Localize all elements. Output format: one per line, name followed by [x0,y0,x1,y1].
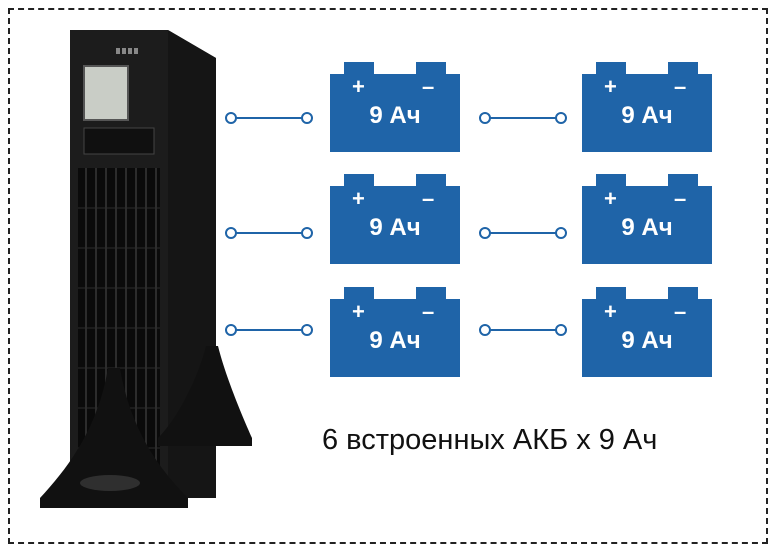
connector [478,323,568,337]
connector [224,111,314,125]
plus-sign: + [604,74,617,99]
battery: + – 9 Ач [582,62,712,152]
connector [478,111,568,125]
battery: + – 9 Ач [582,174,712,264]
battery: + – 9 Ач [582,287,712,377]
minus-sign: – [674,74,687,99]
connector [224,226,314,240]
battery: + – 9 Ач [330,62,460,152]
minus-sign: – [422,186,435,211]
connector [478,226,568,240]
battery: + – 9 Ач [330,287,460,377]
minus-sign: – [674,299,687,324]
battery-capacity: 9 Ач [621,102,673,129]
minus-sign: – [422,299,435,324]
battery-capacity: 9 Ач [621,214,673,241]
caption: 6 встроенных АКБ х 9 Ач [322,424,658,456]
plus-sign: + [604,299,617,324]
battery-capacity: 9 Ач [621,327,673,354]
connector [224,323,314,337]
plus-sign: + [352,299,365,324]
battery-capacity: 9 Ач [369,327,421,354]
battery: + – 9 Ач [330,174,460,264]
plus-sign: + [604,186,617,211]
battery-capacity: 9 Ач [369,102,421,129]
dashed-frame [8,8,768,544]
minus-sign: – [422,74,435,99]
battery-capacity: 9 Ач [369,214,421,241]
plus-sign: + [352,74,365,99]
ups-tower-image [38,28,253,518]
plus-sign: + [352,186,365,211]
minus-sign: – [674,186,687,211]
